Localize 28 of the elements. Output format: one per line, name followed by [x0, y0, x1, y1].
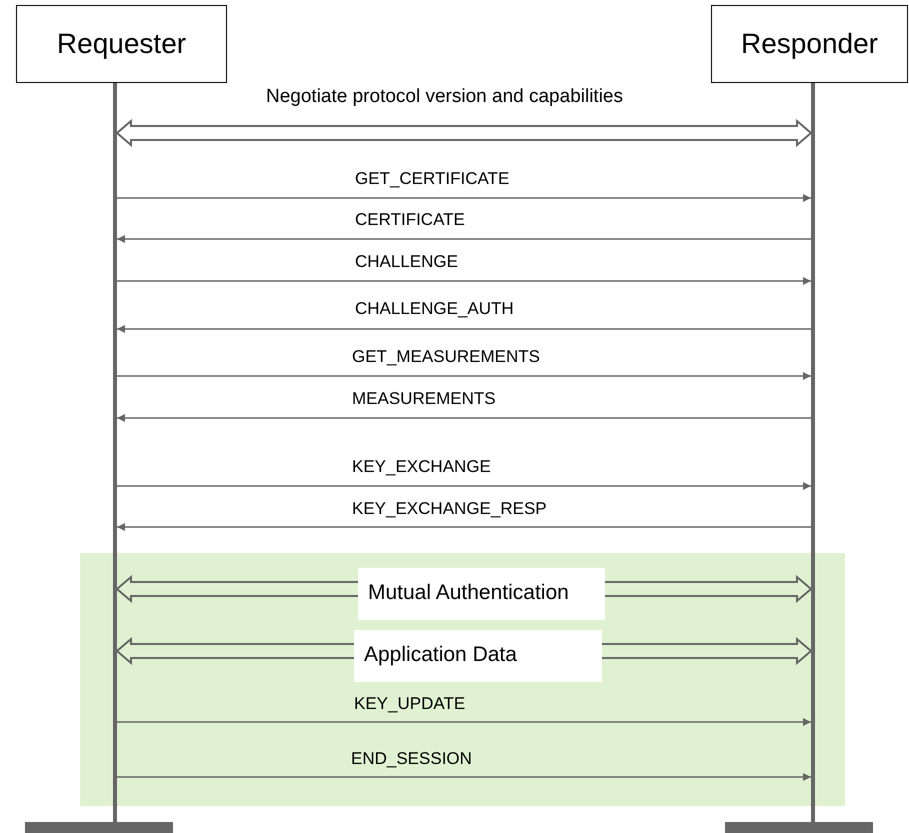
participant-box: Responder — [711, 5, 908, 83]
edge-label: Application Data — [354, 630, 602, 682]
participant-box: Requester — [16, 5, 227, 83]
edge-label: KEY_EXCHANGE — [352, 457, 491, 477]
message-arrow — [117, 194, 811, 202]
lifeline — [113, 83, 117, 822]
message-arrow — [117, 372, 811, 380]
edge-label: Negotiate protocol version and capabilities — [266, 86, 623, 108]
message-arrow — [117, 773, 811, 781]
message-arrow — [117, 523, 811, 531]
edge-label: CHALLENGE_AUTH — [355, 299, 514, 319]
edge-label: KEY_EXCHANGE_RESP — [352, 499, 547, 519]
edge-label: END_SESSION — [351, 749, 472, 769]
edge-label: KEY_UPDATE — [354, 694, 466, 714]
message-arrow — [117, 235, 811, 243]
message-arrow — [117, 482, 811, 490]
message-arrow — [117, 277, 811, 285]
message-arrow — [117, 325, 811, 333]
edge-label: MEASUREMENTS — [352, 389, 496, 409]
lifeline — [811, 83, 815, 822]
message-arrow — [115, 118, 813, 148]
message-arrow — [117, 718, 811, 726]
message-arrow — [117, 414, 811, 422]
edge-label: GET_MEASUREMENTS — [352, 347, 540, 367]
edge-label: CERTIFICATE — [355, 210, 465, 230]
edge-label: GET_CERTIFICATE — [355, 169, 510, 189]
edge-label: CHALLENGE — [355, 252, 458, 272]
edge-label: Mutual Authentication — [358, 568, 605, 620]
